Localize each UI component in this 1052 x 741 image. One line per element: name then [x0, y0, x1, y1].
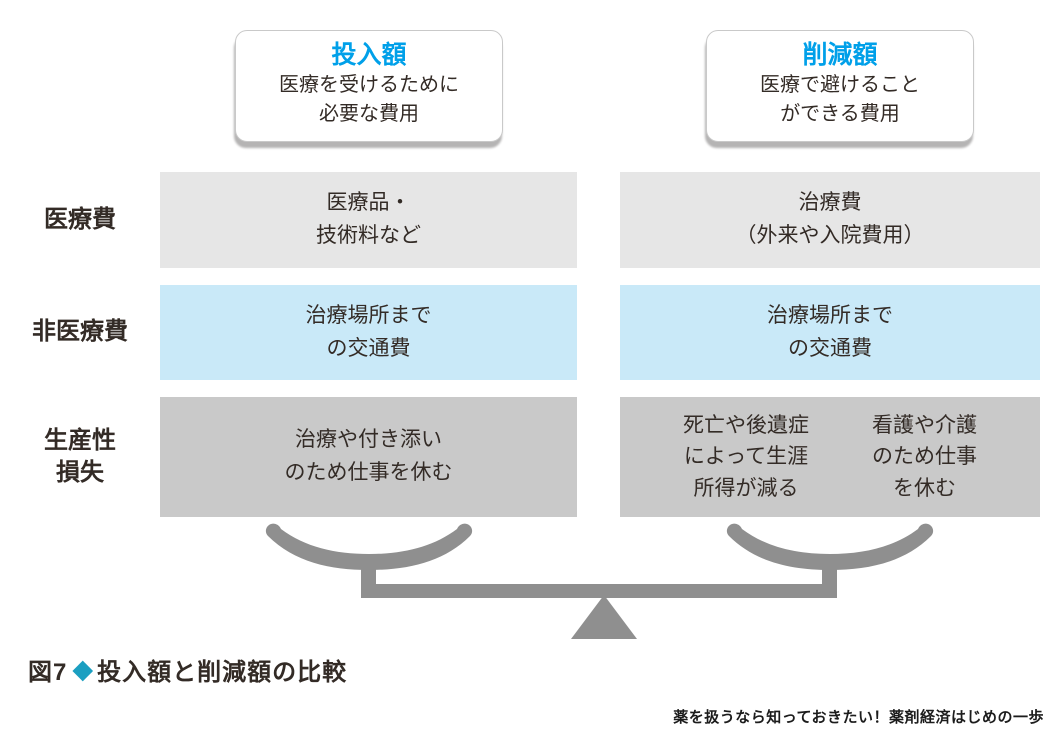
- scale-right-stem: [822, 558, 837, 598]
- input-amount-desc-line2: 必要な費用: [319, 103, 419, 126]
- scale-right-dish: [726, 523, 934, 570]
- cell-reduction-non-medical: 治療場所まで の交通費: [620, 285, 1040, 380]
- input-amount-title: 投入額: [331, 41, 407, 69]
- reduction-amount-desc-line2: ができる費用: [780, 103, 900, 126]
- cell-input-medical-line1: 医療品・: [326, 191, 411, 215]
- reduction-amount-title: 削減額: [802, 41, 878, 69]
- cell-input-non-medical: 治療場所まで の交通費: [160, 285, 577, 380]
- reduction-amount-desc-line1: 医療で避けること: [760, 74, 920, 97]
- row-label-productivity-loss: 生産性 損失: [10, 397, 150, 517]
- row-label-productivity-line2: 損失: [56, 459, 104, 486]
- input-amount-card: 投入額 医療を受けるために 必要な費用: [235, 30, 503, 142]
- reduction-productivity-a-line3: 所得が減る: [693, 476, 799, 500]
- reduction-productivity-a-line1: 死亡や後遺症: [683, 413, 809, 437]
- source-attribution: 薬を扱うなら知っておきたい！薬剤経済はじめの一歩: [673, 709, 1044, 726]
- row-label-non-medical-costs: 非医療費: [10, 285, 150, 380]
- cell-input-productivity: 治療や付き添い のため仕事を休む: [160, 397, 577, 517]
- cell-reduction-medical-line2: （外来や入院費用）: [735, 224, 925, 247]
- cell-reduction-productivity-right: 看護や介護 のため仕事 を休む: [872, 410, 977, 505]
- cell-reduction-non-medical-line1: 治療場所まで: [767, 303, 893, 327]
- cell-reduction-productivity-left: 死亡や後遺症 によって生涯 所得が減る: [683, 410, 809, 505]
- reduction-amount-card: 削減額 医療で避けること ができる費用: [706, 30, 974, 142]
- diamond-bullet-icon: ◆: [72, 654, 95, 684]
- figure-caption: 図7 ◆ 投入額と削減額の比較: [28, 652, 347, 687]
- figure-title: 投入額と削減額の比較: [97, 659, 348, 686]
- reduction-productivity-a-line2: によって生涯: [683, 445, 809, 469]
- cell-reduction-medical-line1: 治療費: [798, 191, 862, 215]
- cell-input-non-medical-line2: の交通費: [326, 336, 411, 360]
- reduction-productivity-b-line1: 看護や介護: [872, 413, 977, 437]
- row-label-medical-costs: 医療費: [10, 172, 150, 268]
- cell-input-productivity-line2: のため仕事を休む: [284, 461, 453, 484]
- cell-input-productivity-line1: 治療や付き添い: [295, 428, 442, 452]
- cell-reduction-productivity: 死亡や後遺症 によって生涯 所得が減る 看護や介護 のため仕事 を休む: [620, 397, 1040, 517]
- cell-input-medical: 医療品・ 技術料など: [160, 172, 577, 268]
- cell-reduction-non-medical-line2: の交通費: [788, 336, 872, 360]
- scale-left-stem: [361, 558, 376, 598]
- scale-beam: [361, 584, 837, 598]
- input-amount-desc-line1: 医療を受けるために: [279, 74, 459, 97]
- scale-fulcrum-triangle: [571, 595, 637, 639]
- reduction-productivity-b-line3: を休む: [893, 476, 956, 500]
- cell-input-non-medical-line1: 治療場所まで: [305, 303, 432, 327]
- reduction-productivity-b-line2: のため仕事: [872, 445, 977, 469]
- row-label-productivity-line1: 生産性: [44, 426, 116, 454]
- figure-number: 図7: [28, 659, 68, 686]
- row-label-medical-text: 医療費: [44, 205, 116, 233]
- cell-reduction-medical: 治療費 （外来や入院費用）: [620, 172, 1040, 268]
- cell-input-medical-line2: 技術料など: [316, 224, 421, 247]
- row-label-non-medical-text: 非医療費: [32, 318, 128, 346]
- scale-left-dish: [265, 523, 473, 570]
